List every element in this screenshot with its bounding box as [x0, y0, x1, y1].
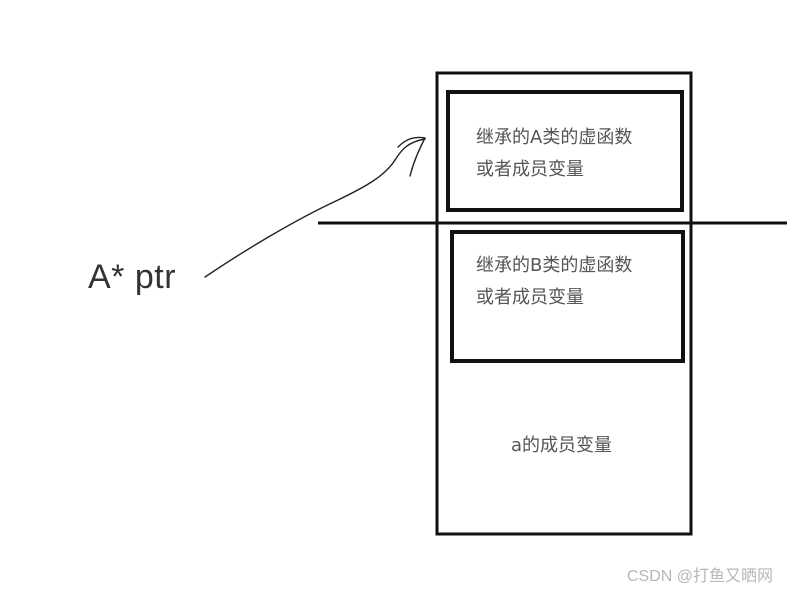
inherited-a-line1: 继承的A类的虚函数: [476, 127, 633, 148]
csdn-watermark: CSDN @打鱼又晒网: [626, 568, 773, 585]
pointer-label: A* ptr: [88, 258, 177, 296]
object-memory-outline: [435, 71, 693, 536]
inherited-b-text: 继承的B类的虚函数 或者成员变量: [476, 250, 632, 314]
inherited-b-line2: 或者成员变量: [476, 287, 584, 308]
pointer-arrow: [204, 138, 426, 278]
inherited-b-line1: 继承的B类的虚函数: [476, 255, 633, 276]
inherited-a-block: [446, 90, 684, 212]
inherited-a-line2: 或者成员变量: [476, 159, 584, 180]
pointer-arrow-head: [397, 136, 426, 177]
own-members-text: a的成员变量: [511, 435, 613, 456]
inherited-a-text: 继承的A类的虚函数 或者成员变量: [476, 122, 632, 186]
inherited-b-block: [450, 230, 685, 363]
